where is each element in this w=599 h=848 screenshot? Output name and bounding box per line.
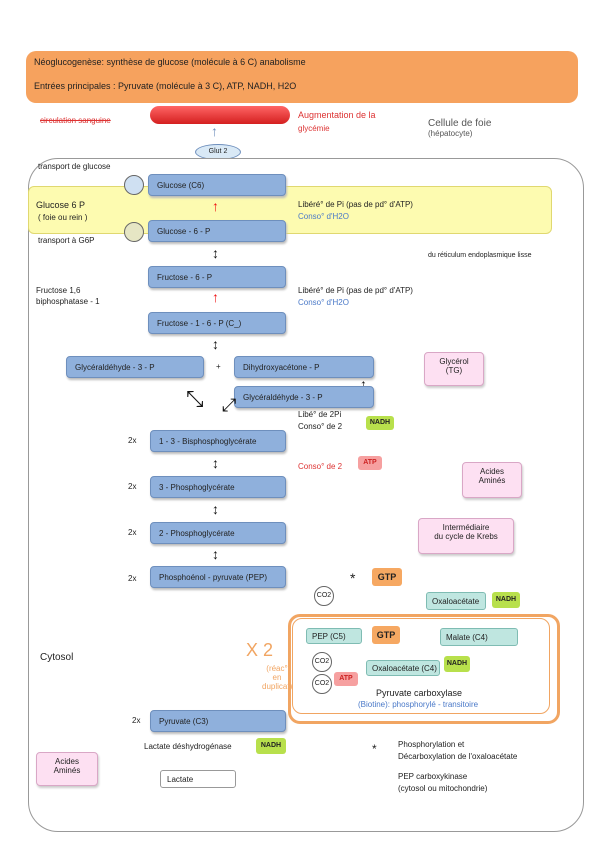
gtp-badge-icon: GTP bbox=[372, 626, 400, 644]
malate-box: Malate (C4) bbox=[440, 628, 518, 646]
pep-c5-box: PEP (C5) bbox=[306, 628, 362, 644]
bpg-box: 1 - 3 - Bisphosphoglycérate bbox=[150, 430, 286, 452]
header-line-2: Entrées principales : Pyruvate (molécule… bbox=[34, 81, 297, 91]
amines-label: Aminés bbox=[478, 476, 506, 485]
libere-label-2: Libéré° de Pi (pas de pd° d'ATP) bbox=[298, 286, 413, 295]
glycerol-box: Glycérol (TG) bbox=[424, 352, 484, 386]
mitochondria-inner bbox=[292, 618, 550, 714]
cell-type-label: Cellule de foie bbox=[428, 118, 492, 129]
g6p-band bbox=[28, 186, 552, 234]
transport-g6p-label: transport à G6P bbox=[38, 236, 95, 245]
tg-label: (TG) bbox=[445, 366, 463, 375]
pg3-box: 3 - Phosphoglycérate bbox=[150, 476, 286, 498]
conso-label-1: Conso° d'H2O bbox=[298, 212, 349, 221]
plus-sign: + bbox=[216, 362, 221, 371]
co2-icon: CO2 bbox=[312, 674, 332, 694]
conso-label-2: Conso° d'H2O bbox=[298, 298, 349, 307]
libe-2pi-label: Libé° de 2Pi bbox=[298, 410, 342, 419]
nadh-badge-icon: NADH bbox=[366, 416, 394, 430]
cell-label: Cellule de foie (hépatocyte) bbox=[428, 118, 578, 138]
oxaloacetate-c4-box: Oxaloacétate (C4) bbox=[366, 660, 440, 676]
diagonal-arrow-icon: ⤢ bbox=[222, 395, 237, 415]
double-arrow-icon: ↕ bbox=[212, 336, 219, 352]
f16bp-label-2: biphosphatase - 1 bbox=[36, 297, 100, 306]
glucose6p-label: Glucose 6 P bbox=[36, 200, 86, 210]
x2-label: X 2 bbox=[246, 640, 274, 660]
lactate-box: Lactate bbox=[160, 770, 236, 788]
double-arrow-icon: ↕ bbox=[212, 245, 219, 261]
double-arrow-icon: ↕ bbox=[360, 376, 367, 392]
cytosol-label: Cytosol bbox=[40, 652, 74, 663]
libere-label-1: Libéré° de Pi (pas de pd° d'ATP) bbox=[298, 200, 413, 209]
pg2-box: 2 - Phosphoglycérate bbox=[150, 522, 286, 544]
glucose-box: Glucose (C6) bbox=[148, 174, 286, 196]
krebs-box: Intermédiaire du cycle de Krebs bbox=[418, 518, 514, 554]
pep-location-label: (cytosol ou mitochondrie) bbox=[398, 784, 488, 793]
circulation-label: circulation sanguine bbox=[40, 116, 111, 125]
mult-bpg: 2x bbox=[128, 436, 137, 445]
header-banner: Néoglucogenèse: synthèse de glucose (mol… bbox=[26, 51, 578, 103]
up-arrow-red-icon: ↑ bbox=[212, 289, 219, 305]
double-arrow-icon: ↕ bbox=[212, 455, 219, 471]
up-arrow-red-icon: ↑ bbox=[212, 198, 219, 214]
atp-badge-icon: ATP bbox=[334, 672, 358, 686]
up-arrow-icon: ↑ bbox=[211, 123, 218, 139]
mult-pyruvate: 2x bbox=[132, 716, 141, 725]
co2-icon: CO2 bbox=[314, 586, 334, 606]
amino-acids-box-1: Acides Aminés bbox=[462, 462, 522, 498]
header-line-1: Néoglucogenèse: synthèse de glucose (mol… bbox=[34, 57, 306, 67]
co2-icon: CO2 bbox=[312, 652, 332, 672]
dhap-box: Dihydroxyacétone - P bbox=[234, 356, 374, 378]
conso-atp-label: Conso° de 2 bbox=[298, 462, 343, 471]
oxaloacetate-box: Oxaloacétate bbox=[426, 592, 486, 610]
acides-label: Acides bbox=[479, 467, 504, 476]
mult-pep: 2x bbox=[128, 574, 137, 583]
f6p-box: Fructose - 6 - P bbox=[148, 266, 286, 288]
glycemie-label: glycémie bbox=[298, 124, 330, 133]
augmentation-label: Augmentation de la bbox=[298, 110, 376, 120]
amino-acids-box-2: Acides Aminés bbox=[36, 752, 98, 786]
gap2-box: Glycéraldéhyde - 3 - P bbox=[234, 386, 374, 408]
intermediaire-label: Intermédiaire bbox=[442, 523, 490, 532]
reticulum-label: du réticulum endoplasmique lisse bbox=[428, 252, 532, 259]
f16bp-box: Fructose - 1 - 6 - P (C_) bbox=[148, 312, 286, 334]
mult-2pg: 2x bbox=[128, 528, 137, 537]
pep-box: Phosphoénol - pyruvate (PEP) bbox=[150, 566, 286, 588]
krebs-label: du cycle de Krebs bbox=[434, 532, 498, 541]
membrane-transporter bbox=[124, 175, 144, 195]
blood-vessel bbox=[150, 106, 290, 124]
foie-rein-label: ( foie ou rein ) bbox=[38, 213, 88, 222]
f16bp-label-1: Fructose 1,6 bbox=[36, 286, 81, 295]
biotine-label: (Biotine): phosphorylé - transitoire bbox=[358, 700, 479, 709]
transport-glucose-label: transport de glucose bbox=[38, 162, 111, 171]
atp-badge-icon: ATP bbox=[358, 456, 382, 470]
g6p-transporter bbox=[124, 222, 144, 242]
conso-nadh-label: Conso° de 2 bbox=[298, 422, 343, 431]
double-arrow-icon: ↕ bbox=[212, 501, 219, 517]
double-arrow-icon: ↕ bbox=[212, 546, 219, 562]
star-marker: * bbox=[372, 742, 377, 756]
mult-3pg: 2x bbox=[128, 482, 137, 491]
star-marker: * bbox=[350, 570, 356, 586]
cell-type-sub: (hépatocyte) bbox=[428, 129, 473, 138]
glycerol-label: Glycérol bbox=[439, 357, 469, 366]
nadh-badge-icon: NADH bbox=[492, 592, 520, 608]
lactate-dh-label: Lactate déshydrogénase bbox=[144, 742, 232, 751]
gtp-badge-icon: GTP bbox=[372, 568, 402, 586]
diagonal-arrow-icon: ⤡ bbox=[186, 386, 204, 411]
pep-carboxykinase-label: PEP carboxykinase bbox=[398, 772, 468, 781]
amines-label: Aminés bbox=[53, 766, 81, 775]
acides-label: Acides bbox=[54, 757, 79, 766]
nadh-badge-icon: NADH bbox=[444, 656, 470, 672]
gap-box: Glycéraldéhyde - 3 - P bbox=[66, 356, 204, 378]
nadh-badge-icon: NADH bbox=[256, 738, 286, 754]
reac-label: (réac° en duplicat) bbox=[262, 664, 293, 691]
star-note-1: Phosphorylation et bbox=[398, 740, 465, 749]
star-note-2: Décarboxylation de l'oxaloacétate bbox=[398, 752, 518, 761]
pyruvate-carboxylase-label: Pyruvate carboxylase bbox=[376, 688, 463, 698]
pyruvate-box: Pyruvate (C3) bbox=[150, 710, 286, 732]
g6p-box: Glucose - 6 - P bbox=[148, 220, 286, 242]
